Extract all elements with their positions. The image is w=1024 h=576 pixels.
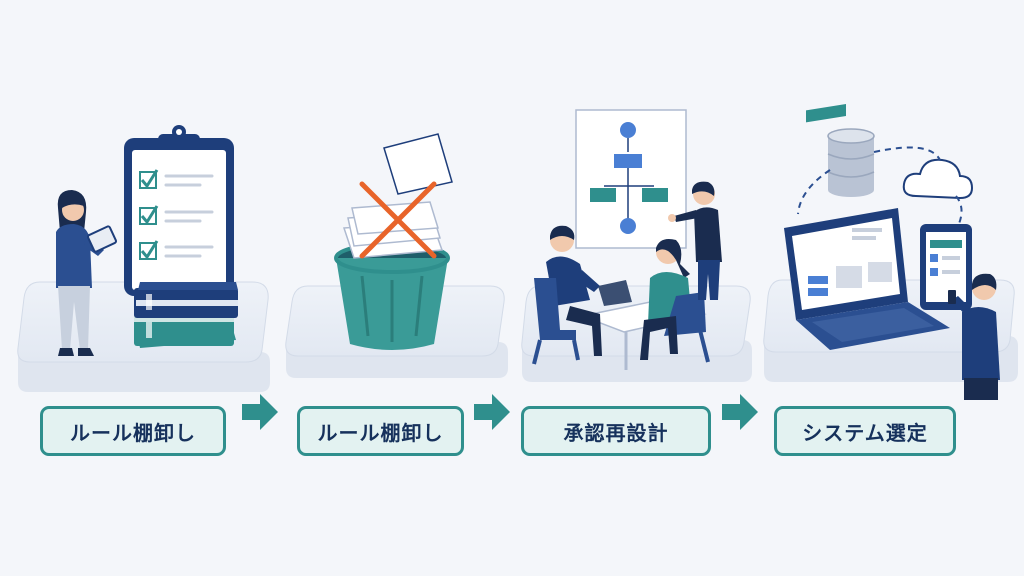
clipboard-icon — [124, 125, 234, 296]
person-seated-left — [532, 225, 602, 365]
trash-can-icon — [334, 242, 450, 350]
step-label-3: 承認再設計 — [521, 406, 711, 456]
connection-lines — [797, 146, 963, 227]
person-with-tablet — [56, 190, 118, 356]
cloud-icon — [902, 158, 974, 200]
person-seated-right — [640, 239, 710, 363]
tablet-icon — [920, 224, 972, 310]
person-with-phone — [948, 273, 1000, 400]
step-label-1: ルール棚卸し — [40, 406, 226, 456]
step2-illustration — [285, 133, 508, 378]
arrow-right-icon — [722, 394, 758, 430]
person-standing-pointing — [668, 181, 722, 300]
step-label-2: ルール棚卸し — [297, 406, 464, 456]
step3-illustration — [521, 109, 752, 382]
flowchart-board — [575, 109, 687, 249]
arrow-right-icon — [242, 394, 278, 430]
arrow-right-icon — [474, 394, 510, 430]
database-icon — [827, 128, 875, 197]
step1-illustration — [17, 125, 270, 392]
paper-stack-icon — [342, 133, 453, 259]
step4-illustration — [763, 104, 1018, 400]
laptop-icon — [784, 104, 950, 350]
cross-mark-icon — [359, 181, 437, 259]
step-label-4: システム選定 — [774, 406, 956, 456]
binders-icon — [134, 282, 238, 348]
